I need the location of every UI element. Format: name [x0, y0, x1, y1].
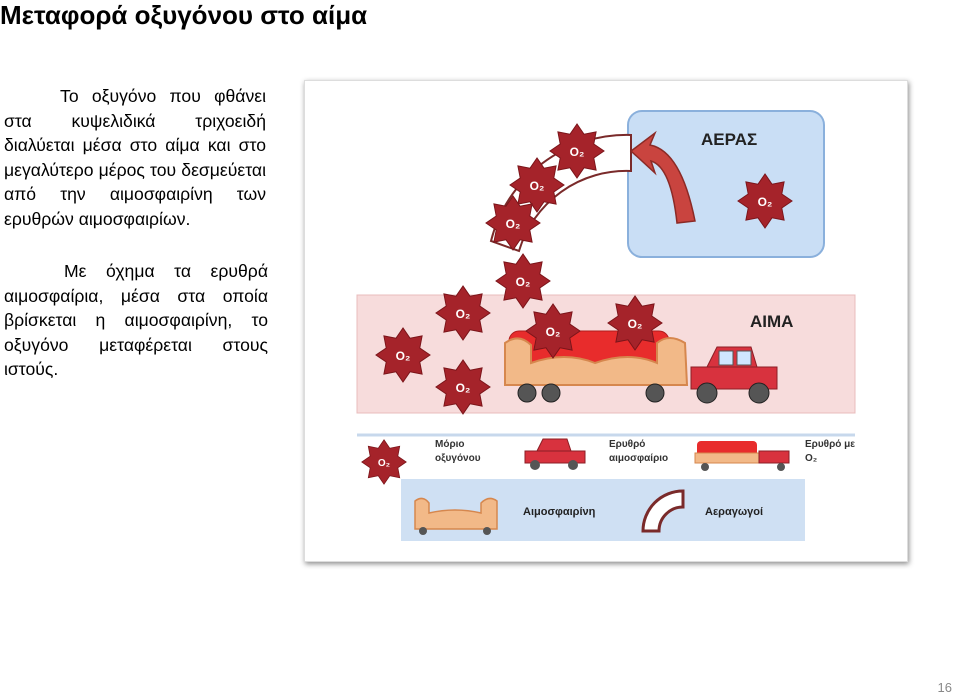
air-label: ΑΕΡΑΣ — [701, 130, 757, 149]
o2-molecules: O₂ O₂ O₂ O₂ O₂ O₂ O₂ O₂ O₂ O₂ — [375, 123, 793, 415]
svg-text:Αιμοσφαιρίνη: Αιμοσφαιρίνη — [523, 506, 596, 518]
hemoglobin-trailer — [504, 337, 689, 386]
svg-text:O₂: O₂ — [506, 217, 521, 231]
svg-text:Αεραγωγοί: Αεραγωγοί — [705, 506, 763, 518]
svg-text:Μόριο: Μόριο — [435, 439, 465, 450]
paragraph-oxygen-transport: Με όχημα τα ερυθρά αιμοσφαίρια, μέσα στα… — [4, 261, 268, 379]
legend-airways: Αεραγωγοί — [641, 489, 763, 533]
slide-title: Μεταφορά οξυγόνου στο αίμα — [0, 0, 368, 30]
svg-text:O₂: O₂ — [628, 317, 643, 331]
svg-text:αιμοσφαίριο: αιμοσφαίριο — [609, 453, 668, 464]
paragraph-oxygen-dissolves: Το οξυγόνο που φθάνει στα κυψελιδικά τρι… — [4, 86, 266, 229]
figure-illustration: ΑΕΡΑΣ ΑΙΜΑ O₂ O₂ O₂ — [356, 110, 856, 541]
svg-text:Ερυθρό με: Ερυθρό με — [805, 439, 855, 450]
svg-text:O₂: O₂ — [758, 195, 773, 209]
svg-text:O₂: O₂ — [805, 453, 817, 464]
svg-text:O₂: O₂ — [570, 145, 585, 159]
legend-oxygen-molecule: O₂ Μόριο οξυγόνου — [361, 439, 481, 485]
svg-text:O₂: O₂ — [546, 325, 561, 339]
svg-text:Ερυθρό: Ερυθρό — [609, 439, 645, 450]
legend-band — [401, 479, 805, 541]
legend-red-cell-o2: Ερυθρό με O₂ — [694, 439, 855, 471]
page-number: 16 — [937, 680, 952, 695]
legend-red-cell: Ερυθρό αιμοσφαίριο — [524, 438, 668, 470]
svg-text:O₂: O₂ — [456, 307, 471, 321]
svg-text:O₂: O₂ — [516, 275, 531, 289]
legend-hemoglobin: Αιμοσφαιρίνη — [414, 497, 596, 535]
svg-text:O₂: O₂ — [530, 179, 545, 193]
svg-text:O₂: O₂ — [378, 458, 390, 469]
blood-label: ΑΙΜΑ — [750, 312, 793, 331]
oxygen-transport-figure: ΑΕΡΑΣ ΑΙΜΑ O₂ O₂ O₂ — [304, 80, 908, 562]
curved-arrow — [629, 130, 696, 224]
svg-text:οξυγόνου: οξυγόνου — [435, 453, 481, 464]
truck — [690, 346, 778, 404]
svg-text:O₂: O₂ — [396, 349, 411, 363]
svg-text:O₂: O₂ — [456, 381, 471, 395]
